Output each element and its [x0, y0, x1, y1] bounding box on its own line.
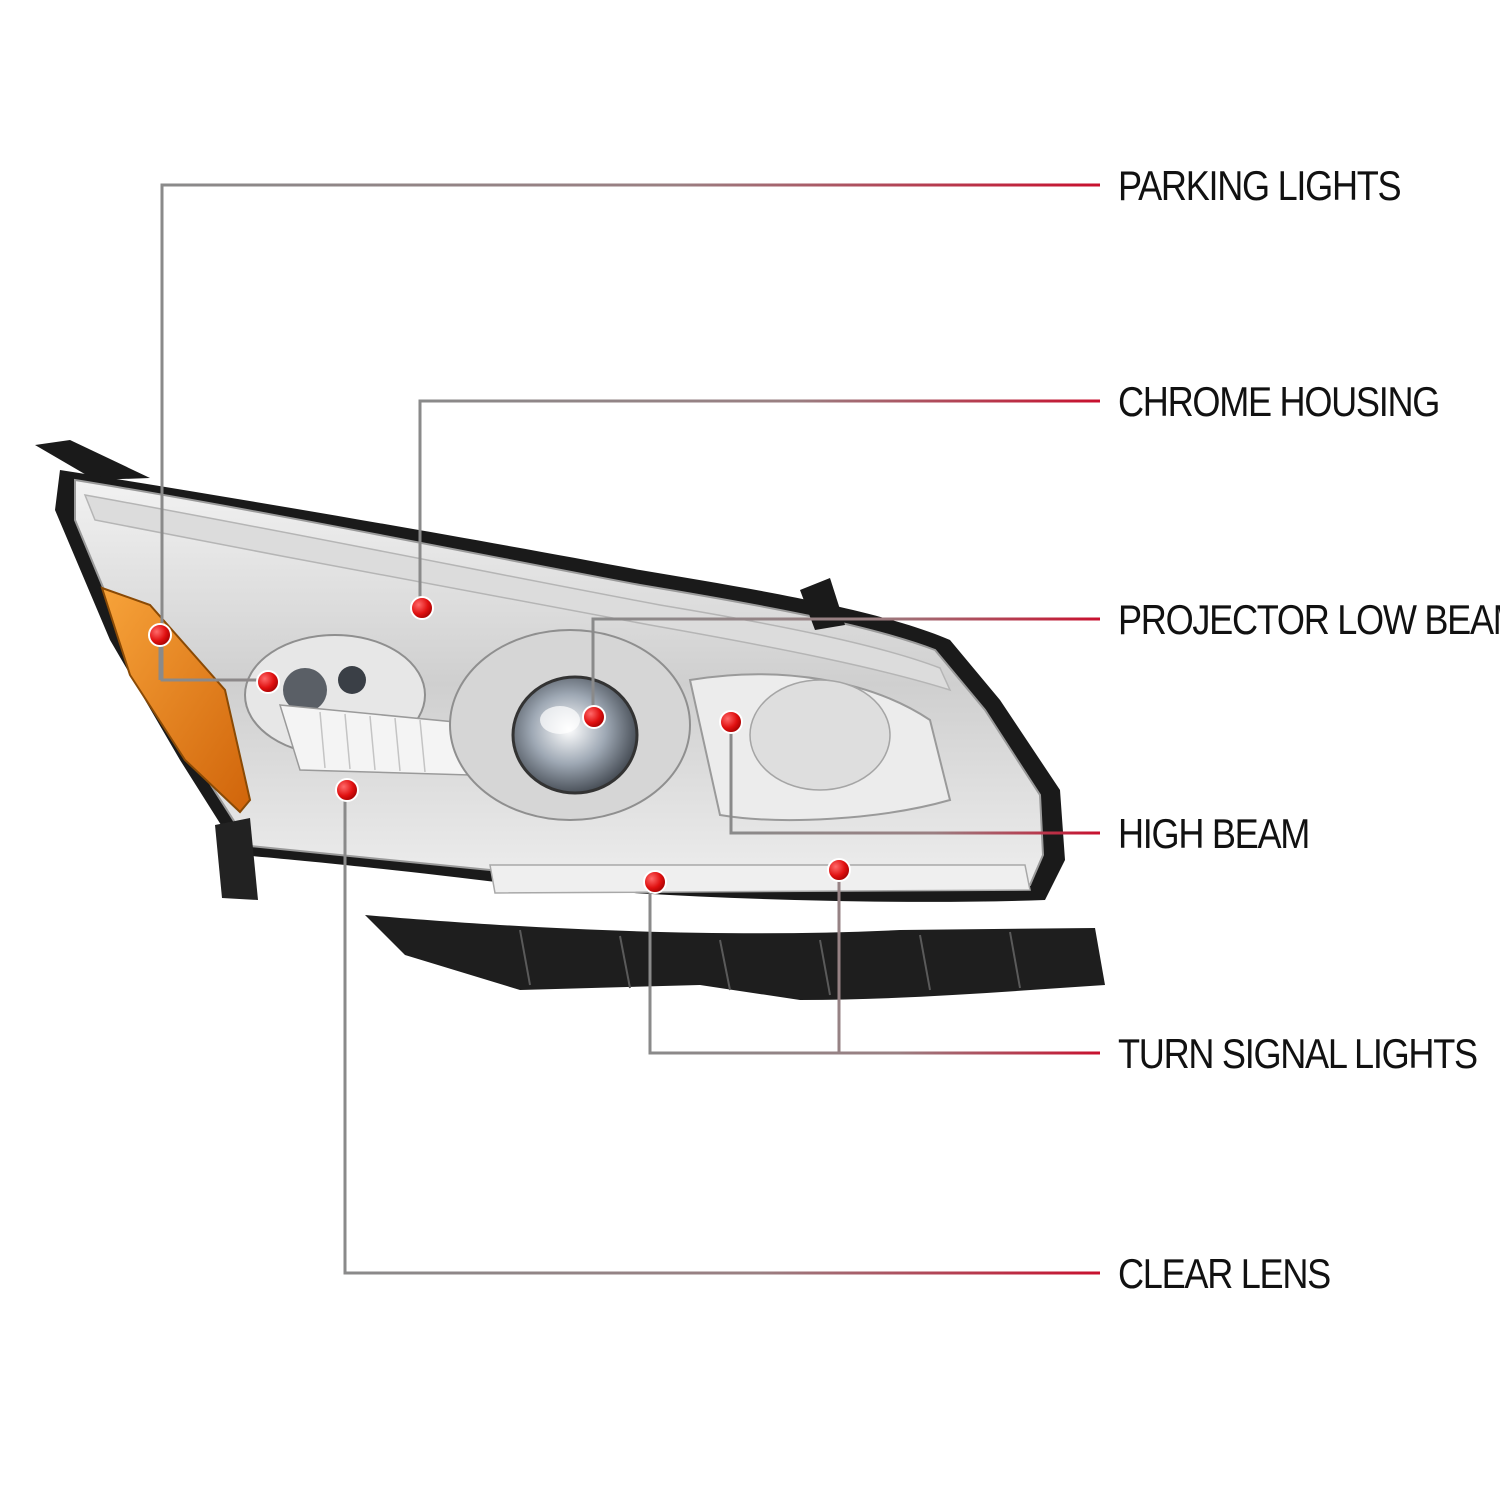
marker-dot-projector — [582, 705, 606, 729]
marker-dot-turn-2 — [827, 858, 851, 882]
label-parking-lights: PARKING LIGHTS — [1118, 162, 1402, 209]
marker-dots — [148, 596, 851, 894]
leader-lens — [343, 790, 1100, 1275]
label-clear-lens: CLEAR LENS — [1118, 1250, 1331, 1297]
label-high-beam: HIGH BEAM — [1118, 810, 1310, 857]
leader-high — [729, 722, 1100, 835]
marker-dot-parking — [256, 670, 280, 694]
leader-housing — [418, 399, 1100, 608]
marker-dot-lens — [335, 778, 359, 802]
label-projector-low-beam: PROJECTOR LOW BEAM — [1118, 596, 1500, 643]
label-turn-signal-lights: TURN SIGNAL LIGHTS — [1118, 1030, 1478, 1077]
marker-dot-parking-amber — [148, 623, 172, 647]
headlight-housing — [35, 440, 1105, 1000]
leader-turn — [648, 870, 1100, 1055]
marker-dot-housing — [410, 596, 434, 620]
leader-projector — [591, 617, 1100, 717]
label-chrome-housing: CHROME HOUSING — [1118, 378, 1440, 425]
marker-dot-turn-1 — [643, 870, 667, 894]
leader-parking — [160, 183, 1100, 682]
marker-dot-high-beam — [719, 710, 743, 734]
